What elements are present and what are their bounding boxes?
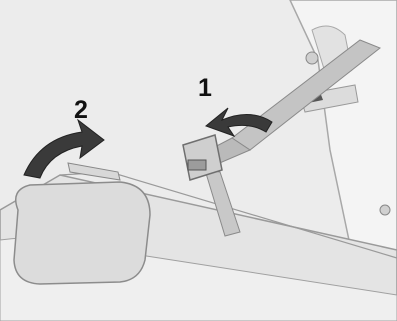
headrest: [14, 182, 150, 284]
latch-tongue: [188, 160, 206, 170]
step-label-1: 1: [191, 76, 219, 101]
anchor-bolt-lower: [380, 205, 390, 215]
anchor-bolt-upper: [306, 52, 318, 64]
step-label-2: 2: [67, 98, 95, 123]
